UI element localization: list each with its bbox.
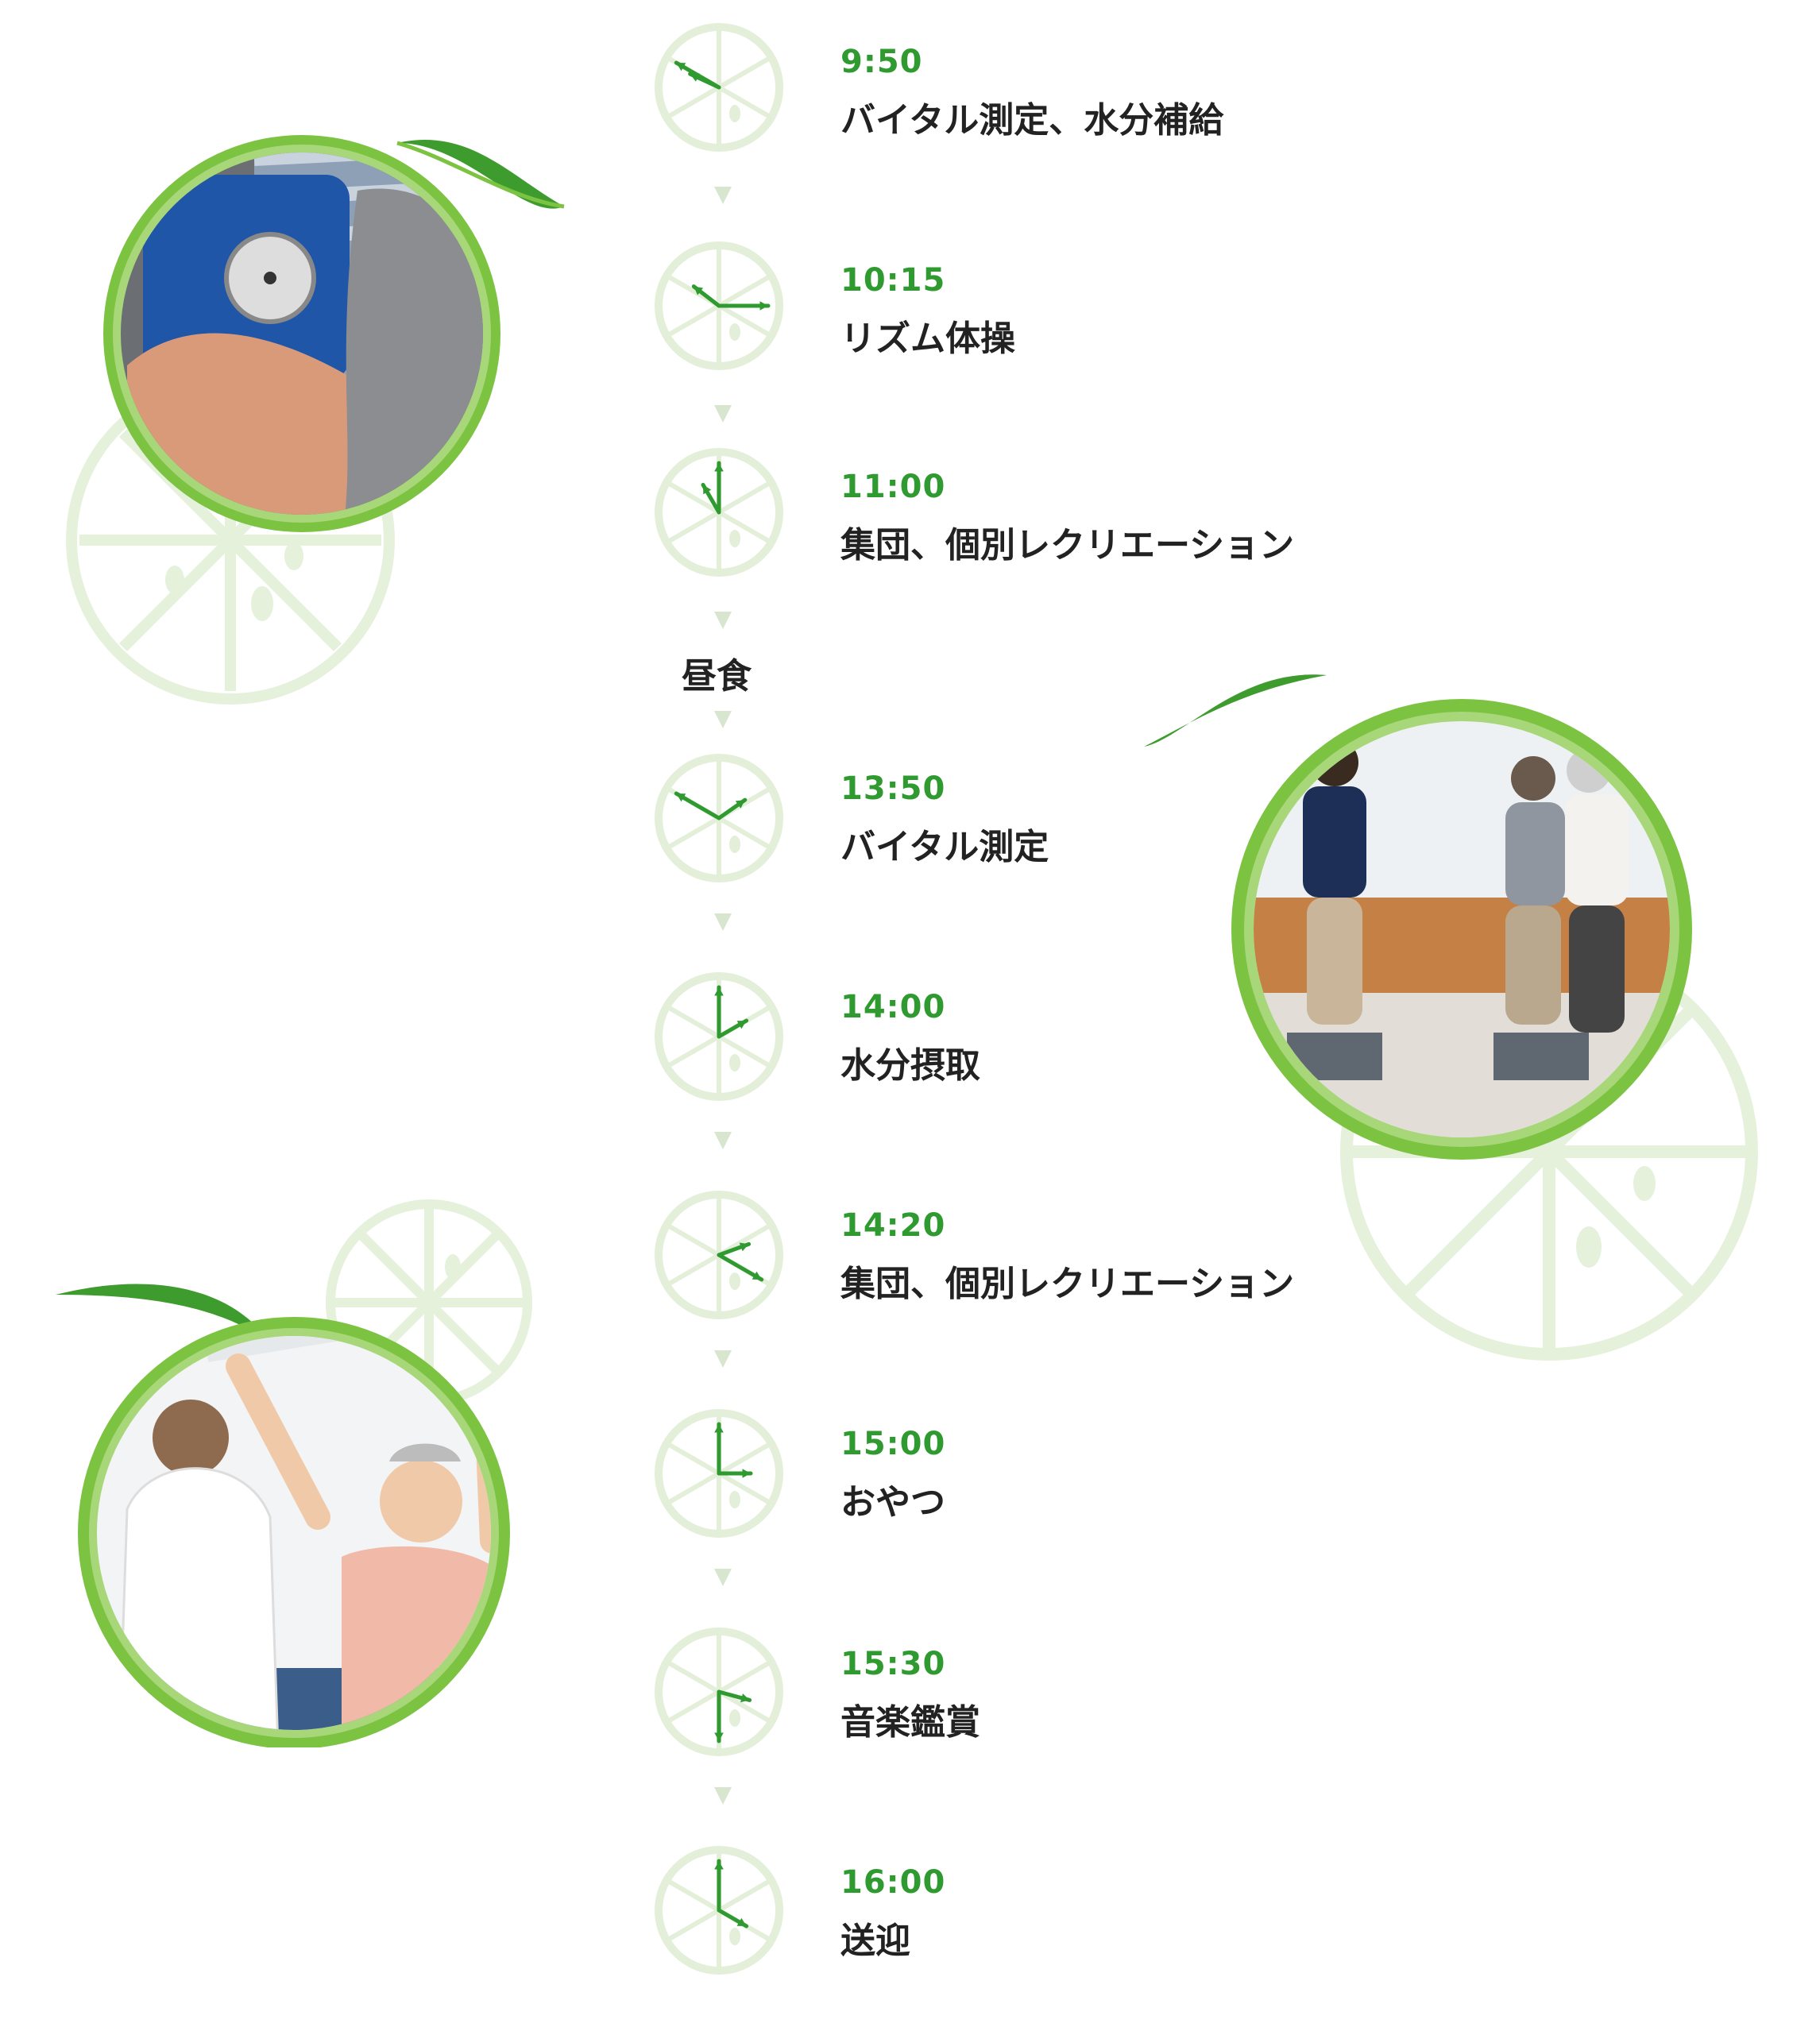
schedule-time: 15:30 bbox=[840, 1646, 946, 1682]
timeline-arrow bbox=[714, 612, 732, 629]
clock-icon-1600 bbox=[655, 1846, 783, 1975]
step-exercise-photo bbox=[1144, 674, 1692, 1160]
schedule-label: バイタル測定 bbox=[840, 827, 1049, 867]
schedule-label: バイタル測定、水分補給 bbox=[840, 100, 1224, 141]
schedule-label: 集団、個別レクリエーション bbox=[840, 525, 1295, 566]
schedule-time: 14:20 bbox=[840, 1207, 946, 1244]
schedule-label: おやつ bbox=[840, 1482, 945, 1523]
schedule-label: 音楽鑑賞 bbox=[840, 1702, 980, 1743]
clock-icon-1530 bbox=[655, 1628, 783, 1756]
towel-stretch-photo bbox=[56, 1284, 510, 1747]
timeline-arrow bbox=[714, 913, 732, 931]
timeline-arrow bbox=[714, 1132, 732, 1149]
lunch-label: 昼食 bbox=[682, 656, 752, 697]
schedule-label: リズム体操 bbox=[840, 319, 1015, 359]
timeline-arrow bbox=[714, 405, 732, 423]
timeline-arrow bbox=[714, 711, 732, 728]
clock-icon-1100 bbox=[655, 448, 783, 577]
timeline-arrow bbox=[714, 1787, 732, 1805]
schedule-time: 15:00 bbox=[840, 1426, 946, 1462]
timeline-arrow bbox=[714, 1350, 732, 1368]
timeline-arrow bbox=[714, 1569, 732, 1586]
schedule-time: 10:15 bbox=[840, 262, 946, 299]
schedule-time: 16:00 bbox=[840, 1864, 946, 1901]
schedule-label: 水分摂取 bbox=[840, 1045, 980, 1086]
clock-icon-1400 bbox=[655, 972, 783, 1101]
schedule-time: 14:00 bbox=[840, 989, 946, 1025]
schedule-time: 13:50 bbox=[840, 770, 946, 807]
schedule-label: 集団、個別レクリエーション bbox=[840, 1264, 1295, 1304]
blood-pressure-photo bbox=[103, 135, 565, 532]
clock-icon-0950 bbox=[655, 23, 783, 152]
clock-icon-1500 bbox=[655, 1409, 783, 1538]
clock-icon-1350 bbox=[655, 754, 783, 882]
schedule-time: 9:50 bbox=[840, 44, 923, 80]
clock-icon-1015 bbox=[655, 241, 783, 370]
clock-icon-1420 bbox=[655, 1191, 783, 1319]
schedule-label: 送迎 bbox=[840, 1921, 910, 1961]
timeline-arrow bbox=[714, 187, 732, 204]
schedule-time: 11:00 bbox=[840, 469, 946, 505]
